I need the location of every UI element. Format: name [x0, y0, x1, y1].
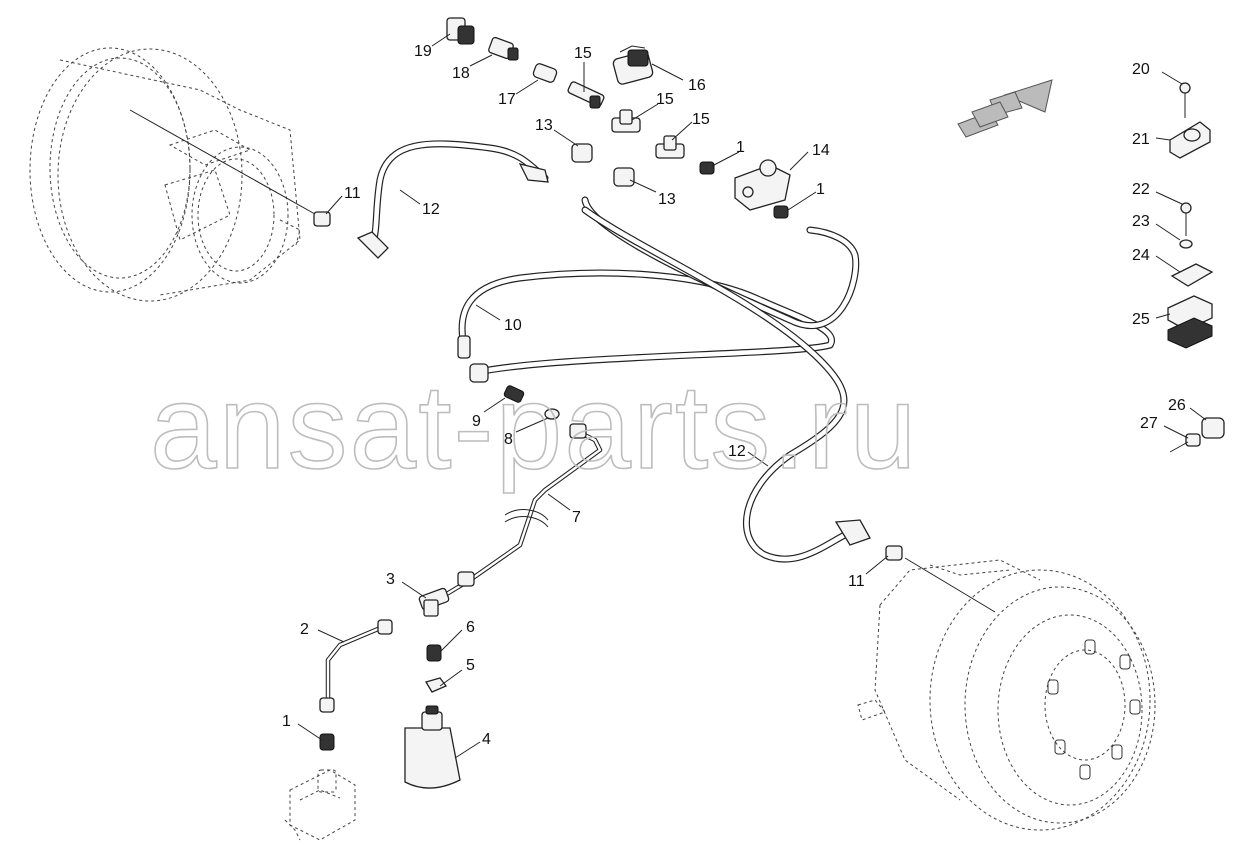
callout-14: 14 — [812, 142, 830, 159]
direction-arrow-icon — [957, 79, 1053, 138]
part-10-nut — [469, 363, 489, 383]
left-wheel-hub — [29, 47, 323, 302]
part-3 — [418, 587, 450, 617]
part-1a — [699, 161, 715, 175]
part-5 — [425, 677, 448, 693]
part-13b — [613, 167, 635, 187]
callout-21: 21 — [1132, 131, 1150, 148]
callout-5: 5 — [466, 657, 475, 674]
hardware-group — [1167, 82, 1225, 447]
part-15b — [611, 109, 641, 133]
callout-13: 13 — [535, 117, 553, 134]
part-23 — [1179, 239, 1193, 249]
callout-12: 12 — [422, 201, 440, 218]
part-4 — [404, 705, 461, 789]
part-19 — [446, 17, 475, 45]
callout-8: 8 — [504, 431, 513, 448]
callout-19: 19 — [414, 43, 432, 60]
part-15c — [655, 135, 685, 159]
hose-10 — [458, 269, 835, 376]
part-13a — [571, 143, 593, 163]
callout-11: 11 — [344, 185, 361, 202]
callout-16: 16 — [688, 77, 706, 94]
part-21 — [1169, 121, 1211, 159]
part-15a — [567, 81, 605, 109]
callout-25: 25 — [1132, 311, 1150, 328]
callout-7: 7 — [572, 509, 581, 526]
pipe-7 — [437, 429, 603, 601]
callout-9: 9 — [472, 413, 481, 430]
watermark: ansat-parts.ru — [150, 360, 918, 494]
part-11a — [313, 211, 331, 227]
part-6 — [426, 644, 442, 662]
hose-12-upper — [356, 140, 549, 259]
callout-labels: 19 18 17 15 16 15 13 15 1 14 13 1 11 12 … — [282, 43, 1186, 748]
part-25 — [1167, 295, 1213, 349]
callout-10: 10 — [504, 317, 522, 334]
callout-3: 3 — [386, 571, 395, 588]
valve-block — [284, 769, 356, 841]
fittings — [284, 17, 903, 841]
callout-11: 11 — [848, 573, 865, 590]
callout-15: 15 — [656, 91, 674, 108]
part-20 — [1179, 82, 1191, 118]
part-1b — [773, 205, 789, 219]
part-24 — [1170, 263, 1214, 287]
callout-1: 1 — [816, 181, 825, 198]
part-17 — [532, 63, 558, 83]
callout-13: 13 — [658, 191, 676, 208]
part-1c — [319, 697, 335, 751]
part-18 — [488, 36, 519, 61]
part-22 — [1180, 202, 1192, 236]
callout-2: 2 — [300, 621, 309, 638]
leader-lines — [297, 33, 1207, 759]
pipe-2 — [325, 623, 388, 703]
part-16 — [612, 45, 654, 85]
callout-6: 6 — [466, 619, 475, 636]
callout-20: 20 — [1132, 61, 1150, 78]
callout-15: 15 — [574, 45, 592, 62]
callout-22: 22 — [1132, 181, 1150, 198]
part-14 — [734, 159, 791, 211]
callout-26: 26 — [1168, 397, 1186, 414]
part-8 — [544, 408, 560, 420]
callout-12: 12 — [728, 443, 746, 460]
right-wheel-hub — [857, 557, 1156, 831]
callout-15: 15 — [692, 111, 710, 128]
callout-23: 23 — [1132, 213, 1150, 230]
callout-27: 27 — [1140, 415, 1158, 432]
callout-17: 17 — [498, 91, 516, 108]
part-26 — [1201, 417, 1225, 439]
part-27 — [1185, 433, 1201, 447]
callout-24: 24 — [1132, 247, 1150, 264]
callout-1: 1 — [736, 139, 745, 156]
callout-18: 18 — [452, 65, 470, 82]
hose-main-right — [581, 196, 860, 330]
hose-12-lower — [581, 206, 871, 563]
callout-1: 1 — [282, 713, 291, 730]
part-11b — [885, 545, 903, 561]
part-9 — [503, 385, 525, 403]
callout-4: 4 — [482, 731, 491, 748]
